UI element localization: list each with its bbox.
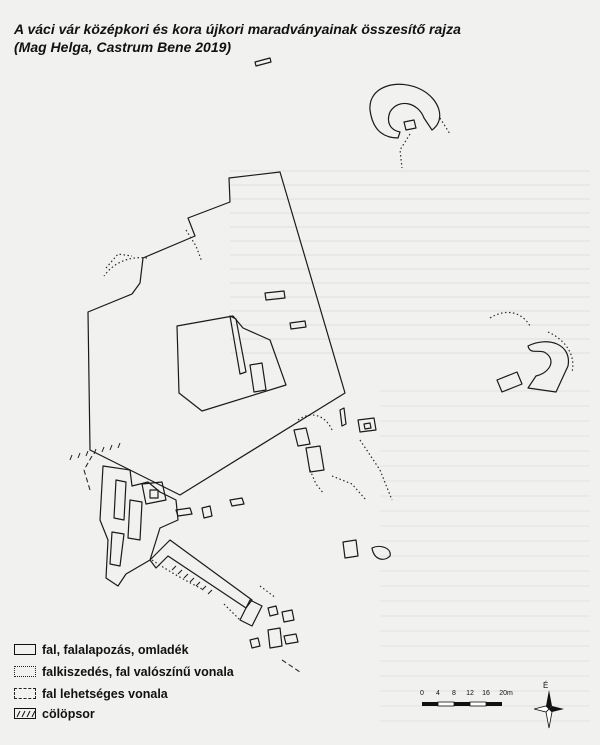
robbed-wall-line: [309, 469, 325, 495]
south-wing-inner: [127, 499, 143, 541]
scale-tick-label: 4: [436, 690, 440, 697]
compass-rose-icon: [534, 690, 564, 729]
figure-caption: A váci vár középkori és kora újkori mara…: [14, 20, 574, 56]
round-bastion: [527, 341, 569, 393]
main-castle-outline: [87, 171, 346, 496]
pile-row: [69, 442, 213, 595]
legend-symbol-dotted: [14, 666, 36, 677]
scale-tick-label: 8: [452, 690, 456, 697]
tower-fragment: [403, 119, 417, 131]
legend-symbol-solid: [14, 644, 36, 655]
wall-fragment: [249, 637, 261, 649]
wall-fragment: [363, 422, 372, 430]
caption-line-2: (Mag Helga, Castrum Bene 2019): [14, 39, 232, 55]
robbed-wall-line: [489, 311, 531, 327]
wall-fragment: [239, 599, 263, 627]
legend-symbol-pile: [14, 708, 36, 719]
wall-fragment: [201, 505, 213, 519]
robbed-wall-line: [399, 133, 411, 169]
robbed-wall-line: [439, 117, 451, 135]
round-tower: [369, 83, 441, 139]
south-wing: [99, 465, 179, 587]
robbed-wall-line: [359, 439, 393, 501]
wall-fragment: [267, 627, 283, 649]
robbed-wall-line: [223, 603, 241, 621]
wall-fragment: [305, 445, 325, 473]
legend-label: falkiszedés, fal valószínű vonala: [42, 665, 234, 679]
inner-wall-segment: [229, 315, 247, 375]
wall-fragment: [342, 539, 359, 559]
north-label: É: [543, 681, 549, 690]
wall-fragment: [289, 320, 307, 330]
wall-fragment: [281, 609, 295, 623]
inner-courtyard: [176, 315, 287, 412]
robbed-wall-line: [331, 475, 367, 501]
legend-symbol-dashed: [14, 688, 36, 699]
legend-item-wall: fal, falalapozás, omladék: [14, 642, 254, 658]
robbed-wall-line: [259, 585, 277, 599]
wall-fragment: [229, 497, 245, 507]
wall-fragment: [293, 427, 311, 447]
wall-fragment: [496, 371, 523, 393]
scale-tick-label: 16: [482, 690, 490, 697]
robbed-wall-line: [105, 253, 133, 269]
legend-label: cölöpsor: [42, 707, 95, 721]
possible-wall-line: [281, 659, 301, 673]
wall-fragment: [339, 407, 347, 427]
possible-wall-line: [83, 455, 93, 491]
robbed-wall-line: [151, 559, 205, 591]
scale-tick-label: 0: [420, 690, 424, 697]
background-text-ghost: [380, 390, 590, 730]
wall-fragment: [283, 633, 299, 645]
scale-tick-label: 20m: [499, 690, 513, 697]
gate-block: [149, 489, 159, 499]
south-wing-inner: [109, 531, 125, 567]
inner-wall-segment: [249, 362, 267, 393]
legend-item-possible-wall: fal lehetséges vonala: [14, 686, 254, 702]
wall-fragment: [264, 290, 286, 301]
legend-label: fal, falalapozás, omladék: [42, 643, 189, 657]
wall-fragment: [175, 507, 193, 517]
wall-fragment: [371, 545, 391, 560]
caption-line-1: A váci vár középkori és kora újkori mara…: [14, 21, 461, 37]
legend-item-pile-row: cölöpsor: [14, 706, 254, 722]
scale-bar-graphic: [422, 701, 502, 707]
south-wing-inner: [113, 479, 127, 521]
gate-block: [141, 481, 167, 505]
background-text-ghost: [230, 170, 590, 360]
scale-tick-label: 12: [466, 690, 474, 697]
south-curtain-wall: [149, 539, 253, 609]
robbed-wall-line: [103, 257, 148, 277]
wall-fragment: [357, 417, 377, 433]
robbed-wall-line: [297, 414, 333, 431]
legend-label: fal lehetséges vonala: [42, 687, 168, 701]
wall-fragment: [254, 57, 272, 67]
robbed-wall-line: [547, 331, 574, 373]
legend-item-robbed-wall: falkiszedés, fal valószínű vonala: [14, 664, 254, 680]
wall-fragment: [267, 605, 279, 617]
